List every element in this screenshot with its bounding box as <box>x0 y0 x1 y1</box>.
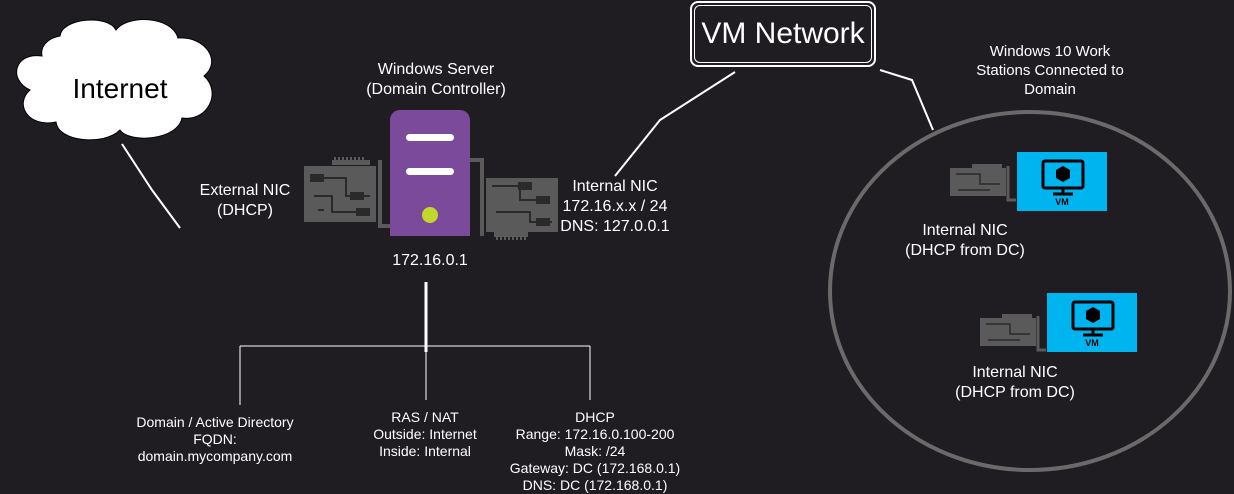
server-ip: 172.16.0.1 <box>392 252 468 269</box>
server-title-line1: Windows Server <box>377 61 495 78</box>
service-dhcp-line2: Range: 172.16.0.100-200 <box>515 426 675 442</box>
service-ras: RAS / NAT Outside: Internet Inside: Inte… <box>355 409 495 460</box>
internal-nic-label: Internal NIC 172.16.x.x / 24 DNS: 127.0.… <box>555 177 675 237</box>
internal-nic-line1: Internal NIC <box>572 178 658 195</box>
internet-link <box>121 143 181 229</box>
internet-cloud <box>16 19 213 141</box>
service-ad-line3: domain.mycompany.com <box>137 448 293 464</box>
service-dhcp-line5: DNS: DC (172.168.0.1) <box>522 477 668 493</box>
client-2-line2: (DHCP from DC) <box>955 384 1075 401</box>
service-dhcp: DHCP Range: 172.16.0.100-200 Mask: /24 G… <box>500 409 690 494</box>
server-title-line2: (Domain Controller) <box>366 81 506 98</box>
service-dhcp-line1: DHCP <box>575 409 615 425</box>
vm-badge-1: VM <box>1055 197 1069 207</box>
workstations-ring <box>828 110 1232 472</box>
server-tower <box>390 110 470 252</box>
service-ras-line2: Outside: Internet <box>373 426 477 442</box>
vm-network-link-right <box>879 69 934 131</box>
external-nic-card <box>304 157 390 228</box>
external-nic-line1: External NIC <box>199 182 291 199</box>
vm-network-label: VM Network <box>701 17 865 50</box>
workstation-1 <box>950 152 1107 211</box>
services-tree <box>239 282 591 405</box>
service-ad: Domain / Active Directory FQDN: domain.m… <box>125 414 305 465</box>
internal-nic-line2: 172.16.x.x / 24 <box>562 198 668 215</box>
client-1-line2: (DHCP from DC) <box>905 242 1025 259</box>
client-2-line1: Internal NIC <box>972 364 1058 381</box>
service-dhcp-line4: Gateway: DC (172.168.0.1) <box>509 460 681 476</box>
vm-network-box: VM Network <box>690 1 876 67</box>
service-ras-line3: Inside: Internal <box>379 443 471 459</box>
service-dhcp-line3: Mask: /24 <box>564 443 626 459</box>
workstations-title-line2: Stations Connected to <box>976 62 1124 79</box>
workstation-2 <box>980 293 1137 352</box>
service-ad-line1: Domain / Active Directory <box>136 414 294 430</box>
client-2-label: Internal NIC (DHCP from DC) <box>945 363 1085 403</box>
workstations-title: Windows 10 Work Stations Connected to Do… <box>960 42 1140 99</box>
external-nic-line2: (DHCP) <box>217 202 273 219</box>
workstations-title-line1: Windows 10 Work <box>989 43 1111 60</box>
vm-network-link-left <box>614 71 736 177</box>
internet-label: Internet <box>72 73 168 104</box>
internal-nic-card <box>470 158 558 240</box>
service-ad-line2: FQDN: <box>193 431 237 447</box>
external-nic-label: External NIC (DHCP) <box>190 181 300 221</box>
client-1-line1: Internal NIC <box>922 222 1008 239</box>
client-1-label: Internal NIC (DHCP from DC) <box>895 221 1035 261</box>
workstations-title-line3: Domain <box>1024 81 1076 98</box>
internal-nic-line3: DNS: 127.0.0.1 <box>560 218 670 235</box>
vm-badge-2: VM <box>1085 338 1099 348</box>
service-ras-line1: RAS / NAT <box>391 409 459 425</box>
server-title: Windows Server (Domain Controller) <box>336 60 536 100</box>
